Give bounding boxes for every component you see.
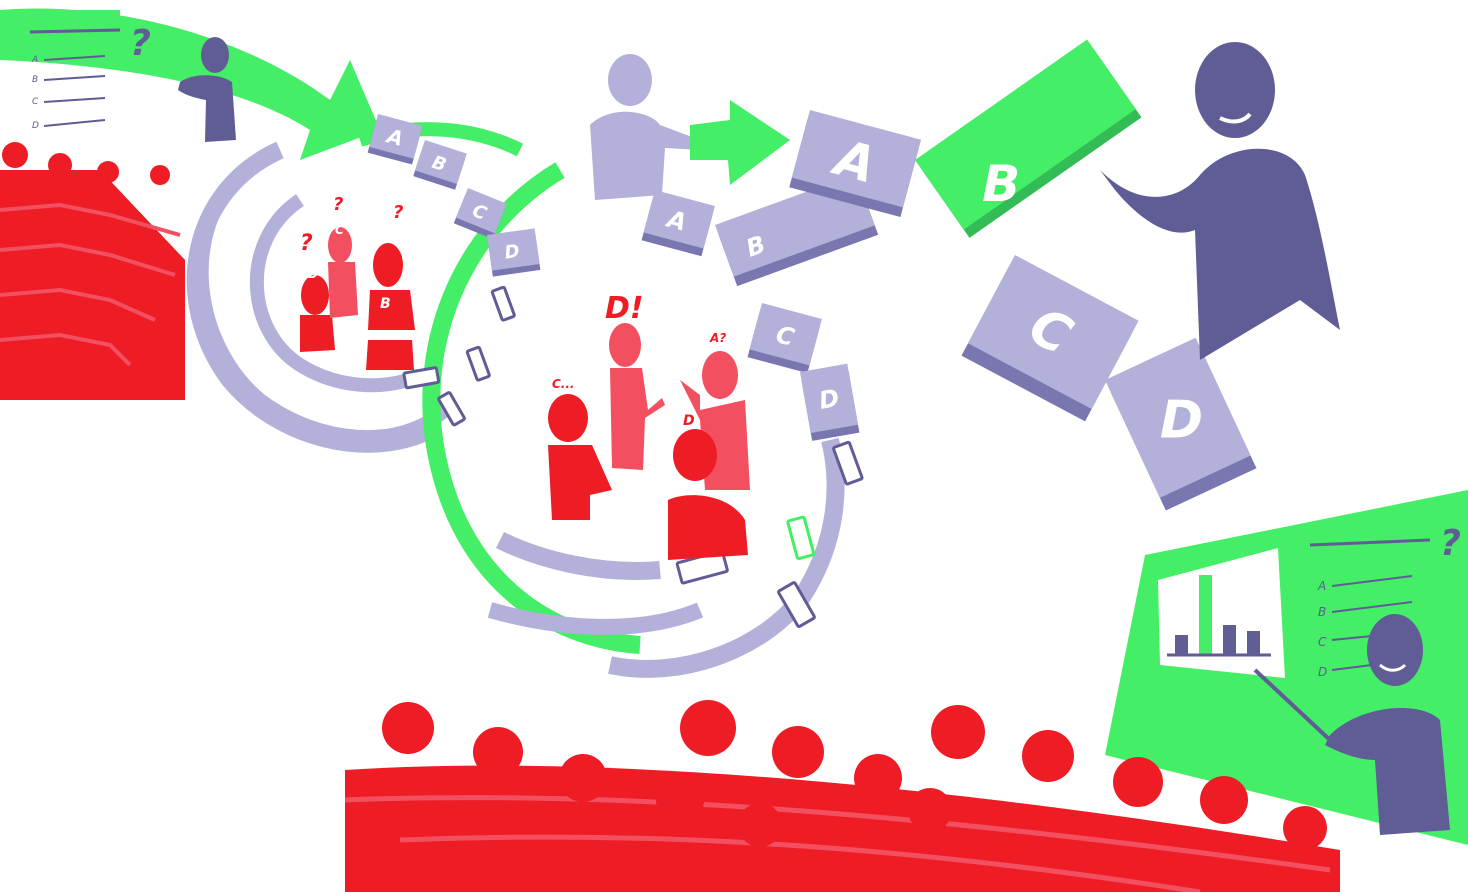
top-left-option-a: A <box>31 55 38 65</box>
final-tiles: A B C D <box>789 39 1257 511</box>
top-left-option-b: B <box>32 75 38 85</box>
loop1-arcs <box>186 141 450 453</box>
middle-green-arrow <box>690 100 790 185</box>
middle-presenter <box>590 54 700 200</box>
loop2-bubble-d: D <box>683 413 695 429</box>
bar-a <box>1175 635 1188 655</box>
bottom-right-option-b: B <box>1318 605 1326 619</box>
top-left-question-screen: ? A B C D <box>29 23 151 131</box>
loop2-discussion-group: D! C... A? D <box>548 291 750 560</box>
loop1-bubble-b: B <box>380 296 391 312</box>
final-tile-d: D <box>1160 390 1203 450</box>
loop1-bubble-q3: ? <box>393 202 403 223</box>
bottom-audience <box>344 700 1340 892</box>
final-tile-b: B <box>982 155 1020 213</box>
loop1-tiles: A B C D <box>367 114 541 277</box>
top-left-green-arrow <box>0 8 380 160</box>
loop1-bubble-a: A <box>394 232 404 246</box>
loop1-tile-a: A <box>383 123 406 151</box>
loop2-tile-d: D <box>817 384 841 415</box>
top-left-option-d: D <box>32 121 39 131</box>
loop2-bubble-c-ellipsis: C... <box>552 377 574 391</box>
bar-b <box>1199 575 1212 655</box>
loop1-bubble-d: D <box>308 267 318 281</box>
loop1-bubble-q1: ? <box>300 231 313 256</box>
loop1-phones <box>402 285 516 427</box>
loop2-arcs <box>487 437 845 678</box>
right-presenter-smile <box>1219 112 1252 124</box>
right-presenter <box>1100 42 1340 360</box>
loop1-tile-d: D <box>503 241 521 264</box>
bar-c <box>1223 625 1236 655</box>
loop1-tile-b: B <box>429 152 449 176</box>
bottom-right-option-a: A <box>1317 579 1326 593</box>
loop2-bubble-d-exclaim: D! <box>605 291 644 326</box>
bottom-right-presenter-smile <box>1379 663 1407 672</box>
top-left-option-c: C <box>32 97 39 107</box>
loop1-thinking-group: ? ? ? D C A B <box>300 194 415 370</box>
bottom-right-option-d: D <box>1318 665 1327 679</box>
top-left-audience <box>0 142 185 400</box>
loop1-bubble-q2: ? <box>333 194 343 215</box>
bar-d <box>1247 631 1260 655</box>
bar-chart-bars <box>1167 575 1271 657</box>
bottom-right-question-mark: ? <box>1440 523 1461 564</box>
top-left-presenter <box>178 37 236 142</box>
bottom-right-presenter <box>1253 614 1450 835</box>
bottom-right-option-c: C <box>1318 635 1327 649</box>
top-left-question-mark: ? <box>130 23 151 64</box>
loop2-tiles: A B C D <box>641 173 879 441</box>
loop1-bubble-c: C <box>335 223 344 237</box>
loop2-bubble-a-question: A? <box>709 331 726 345</box>
